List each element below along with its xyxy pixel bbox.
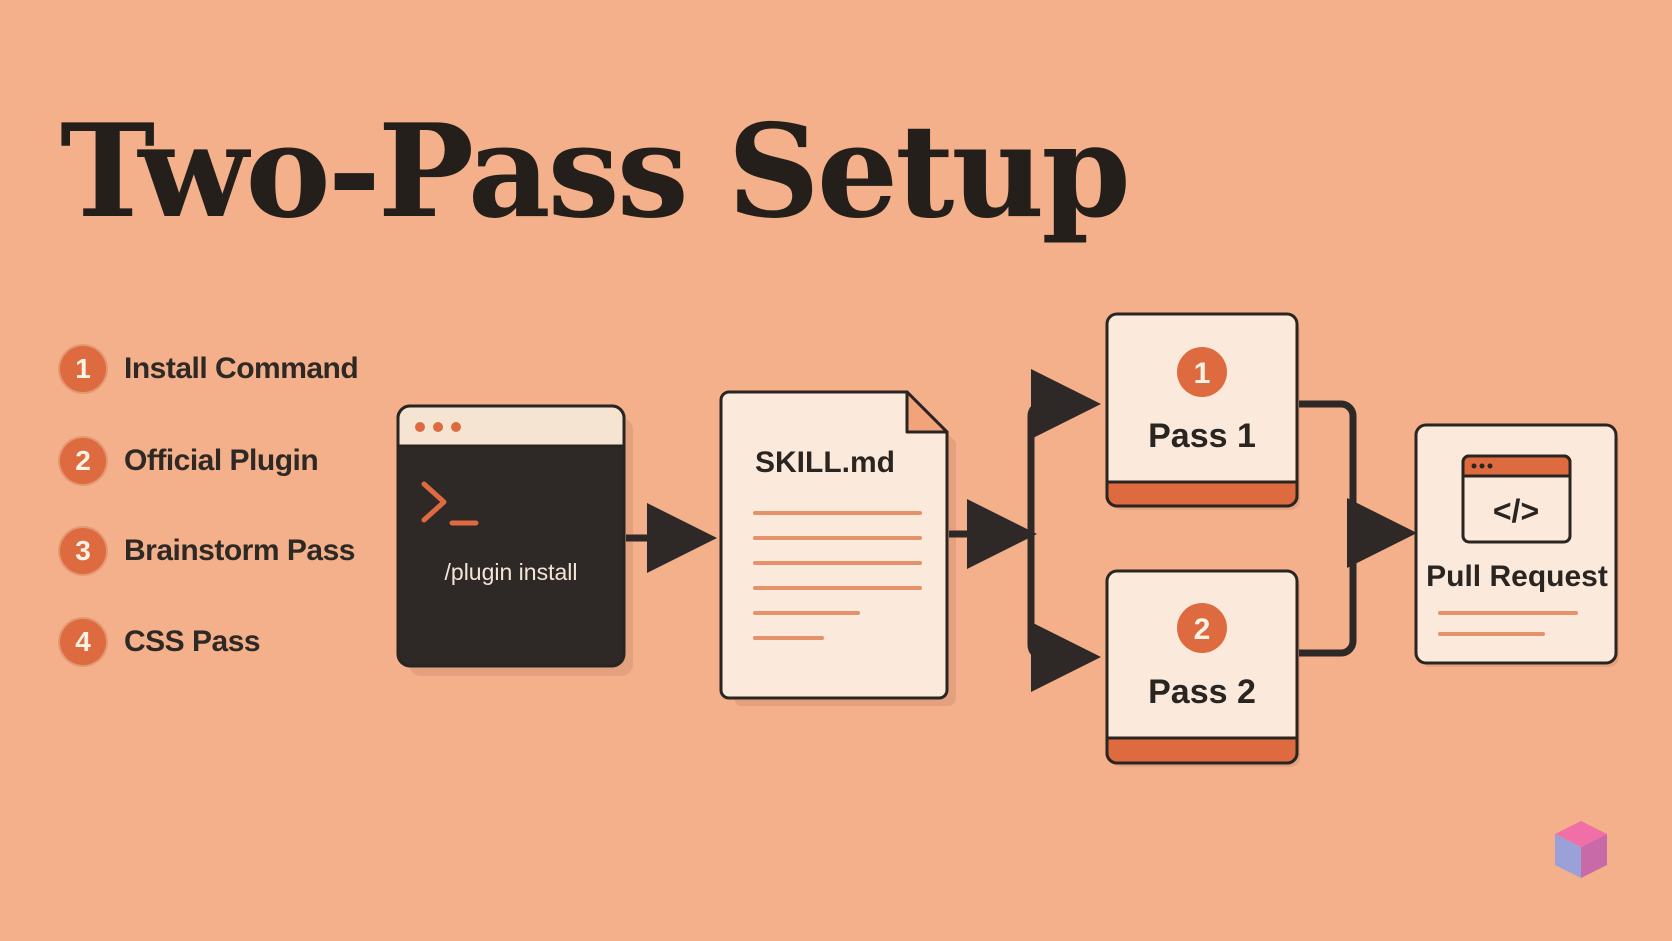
step-number-badge: 1 — [60, 346, 106, 392]
step-item-brainstorm-pass: 3 Brainstorm Pass — [60, 526, 355, 576]
file-name: SKILL.md — [755, 446, 895, 479]
terminal-icon — [421, 481, 479, 526]
pass-badge — [1177, 603, 1227, 653]
pass-label: Pass 2 — [1148, 673, 1256, 711]
pull-request-label: Pull Request — [1426, 560, 1608, 593]
pass-badge — [1177, 347, 1227, 397]
window-dot — [415, 422, 425, 432]
terminal-window: /plugin install — [396, 404, 633, 676]
step-label: Official Plugin — [124, 444, 319, 477]
window-dot — [451, 422, 461, 432]
pull-request-card: </> Pull Request — [1414, 423, 1619, 667]
pass-badge-number: 1 — [1194, 357, 1211, 390]
step-label: Install Command — [124, 352, 359, 385]
step-number-badge: 2 — [60, 438, 106, 484]
pass-badge-number: 2 — [1194, 613, 1211, 646]
markdown-file-icon: SKILL.md — [719, 390, 956, 706]
step-label: Brainstorm Pass — [124, 534, 355, 567]
step-item-css-pass: 4 CSS Pass — [60, 617, 261, 667]
merge-connector — [1299, 400, 1357, 657]
window-dot — [433, 422, 443, 432]
step-label: CSS Pass — [124, 625, 261, 658]
code-window-icon: </> — [1461, 454, 1572, 544]
split-connector — [1027, 400, 1093, 661]
code-glyph: </> — [1493, 493, 1539, 529]
cube-logo-icon — [1555, 821, 1607, 878]
pass-2-card: 2 Pass 2 — [1105, 569, 1300, 767]
page-title: Two-Pass Setup — [60, 97, 1131, 247]
step-number-badge: 4 — [60, 619, 106, 665]
pass-label: Pass 1 — [1148, 417, 1256, 455]
step-item-official-plugin: 2 Official Plugin — [60, 436, 319, 486]
step-number-badge: 3 — [60, 528, 106, 574]
terminal-command: /plugin install — [445, 559, 578, 585]
pass-1-card: 1 Pass 1 — [1105, 312, 1300, 510]
step-item-install-command: 1 Install Command — [60, 344, 359, 394]
